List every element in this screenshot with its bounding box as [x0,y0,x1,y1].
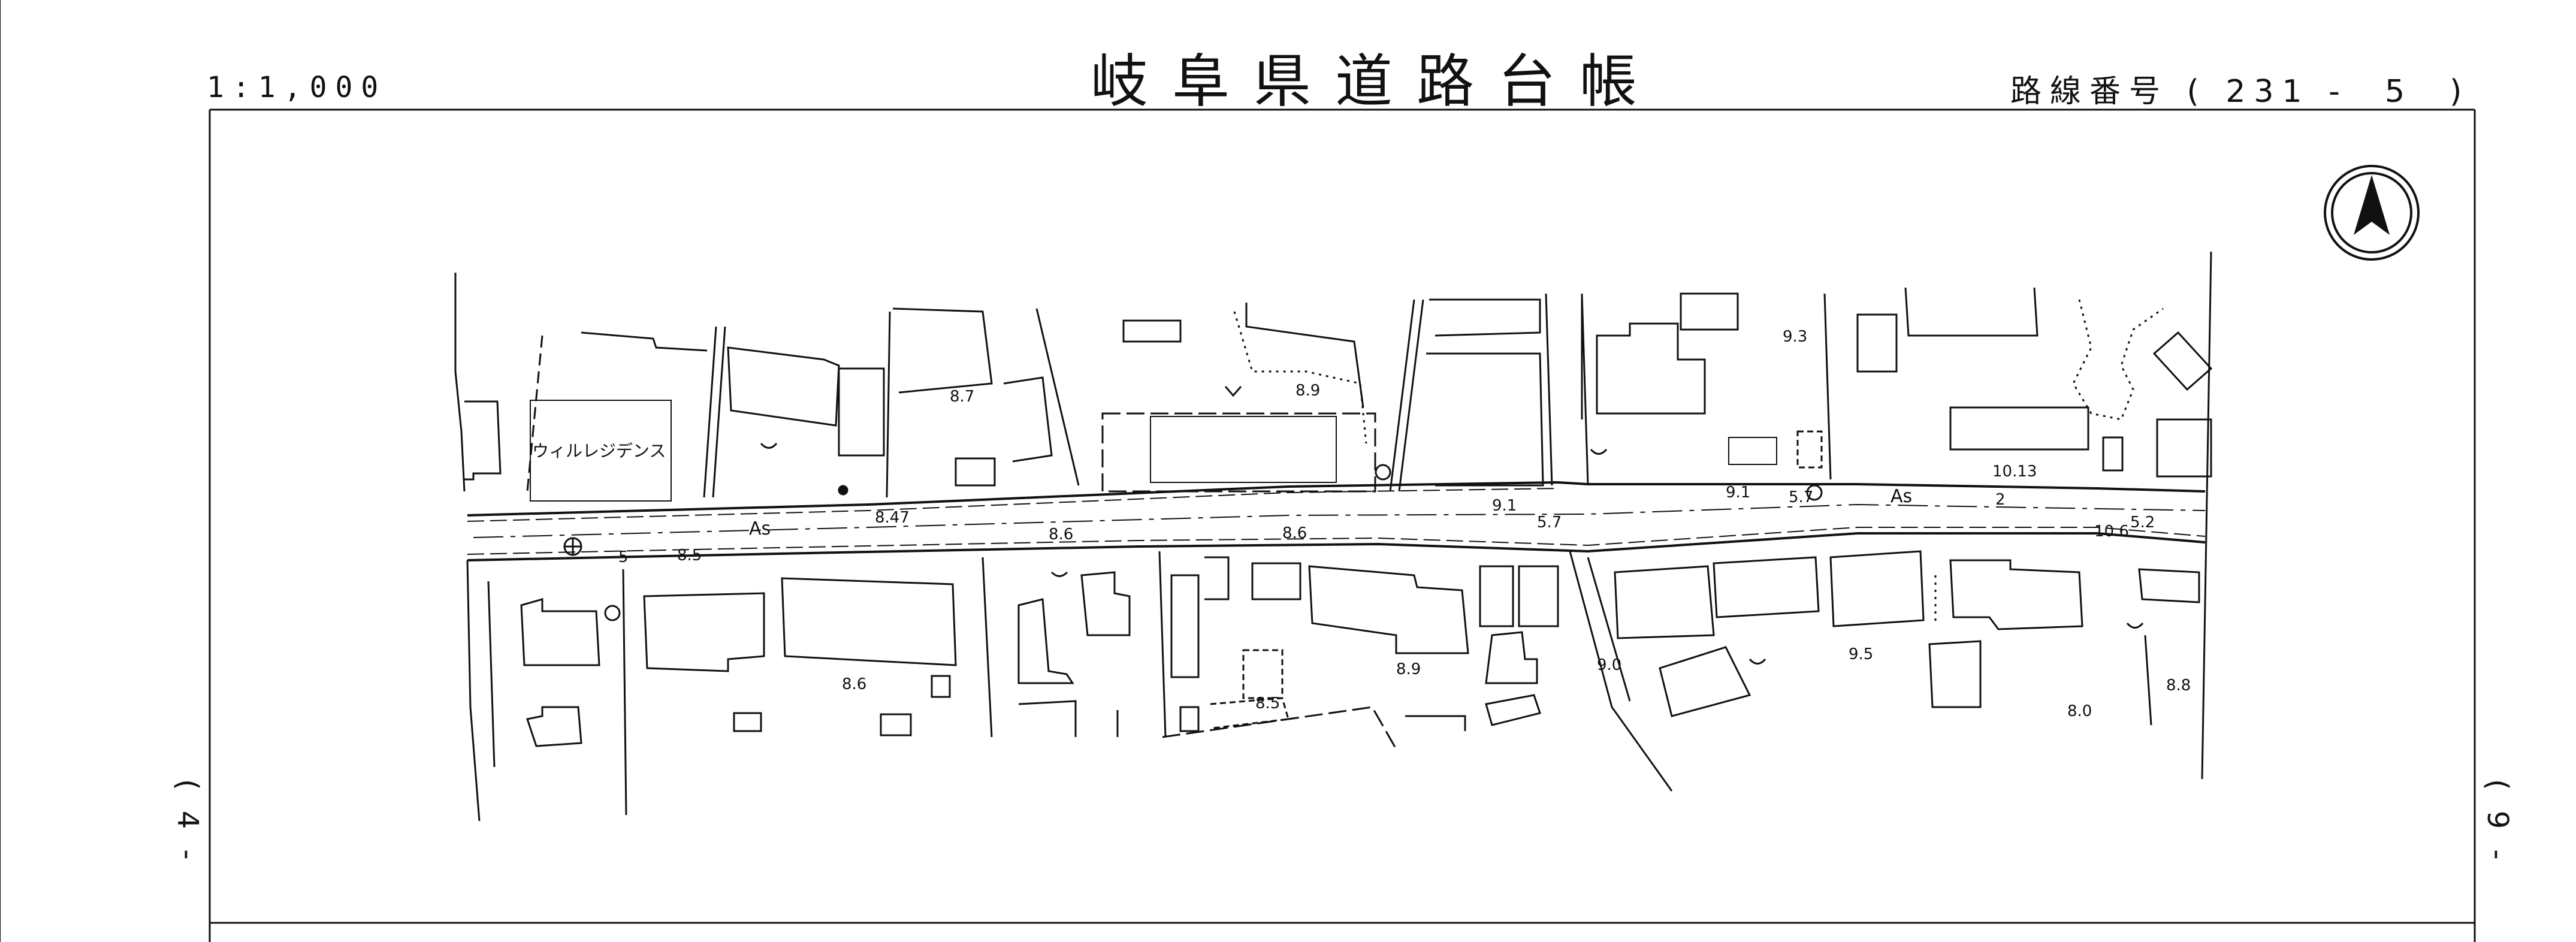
vegetation-outline [1233,299,2164,623]
road-width-mark: 2 [1995,491,2006,509]
spot-height: 9.1 [1726,484,1750,502]
spot-height: 8.6 [1049,526,1073,544]
spot-height: 8.6 [842,675,866,693]
spot-height: 10.13 [1992,463,2037,481]
road-edges [467,481,2206,561]
road-width-mark: 5.2 [2130,514,2155,532]
page-title: 岐阜県道路台帳 [1091,48,1661,115]
pavement-label: As [1891,486,1912,507]
building-name-label: ウィルレジデンス [532,441,666,461]
pavement-label: As [749,518,771,539]
north-arrow-icon [2324,165,2420,261]
spot-height: 8.5 [1255,695,1280,712]
spot-height: 8.0 [2067,702,2092,720]
spot-height: 9.0 [1597,656,1621,674]
next-sheet-marker: (9- [2481,779,2514,880]
spot-height: 9.1 [1492,497,1517,515]
prev-sheet-marker: (4- [171,779,204,880]
buildings-north [464,287,2213,502]
spot-height: 8.5 [677,547,702,564]
map-labels: ウィルレジデンス As As 8.7 8.9 9.3 8.47 8.6 8.6 … [532,328,2191,720]
spot-height: 9.5 [1849,645,1873,663]
spot-height: 10.6 [2094,523,2129,541]
parcel-lines [454,251,2212,822]
road-width-mark: 5.7 [1537,514,1562,532]
map-scale: 1:1,000 [207,71,387,104]
road-width-mark: 5.7 [1789,488,1813,506]
spot-height: 8.9 [1396,660,1421,678]
buildings-south [520,550,2200,750]
route-number: 路線番号 ( 231 - 5 ) [2010,74,2471,110]
spot-height: 8.8 [2166,677,2191,695]
map-frame [0,0,2476,942]
spot-height: 8.9 [1295,382,1320,400]
spot-height: 8.47 [875,509,910,527]
road-width-mark: 5 [618,548,629,566]
spot-height: 9.3 [1783,328,1807,346]
spot-height: 8.7 [950,388,974,406]
map-symbols [563,386,2144,665]
spot-height: 8.6 [1282,524,1307,542]
